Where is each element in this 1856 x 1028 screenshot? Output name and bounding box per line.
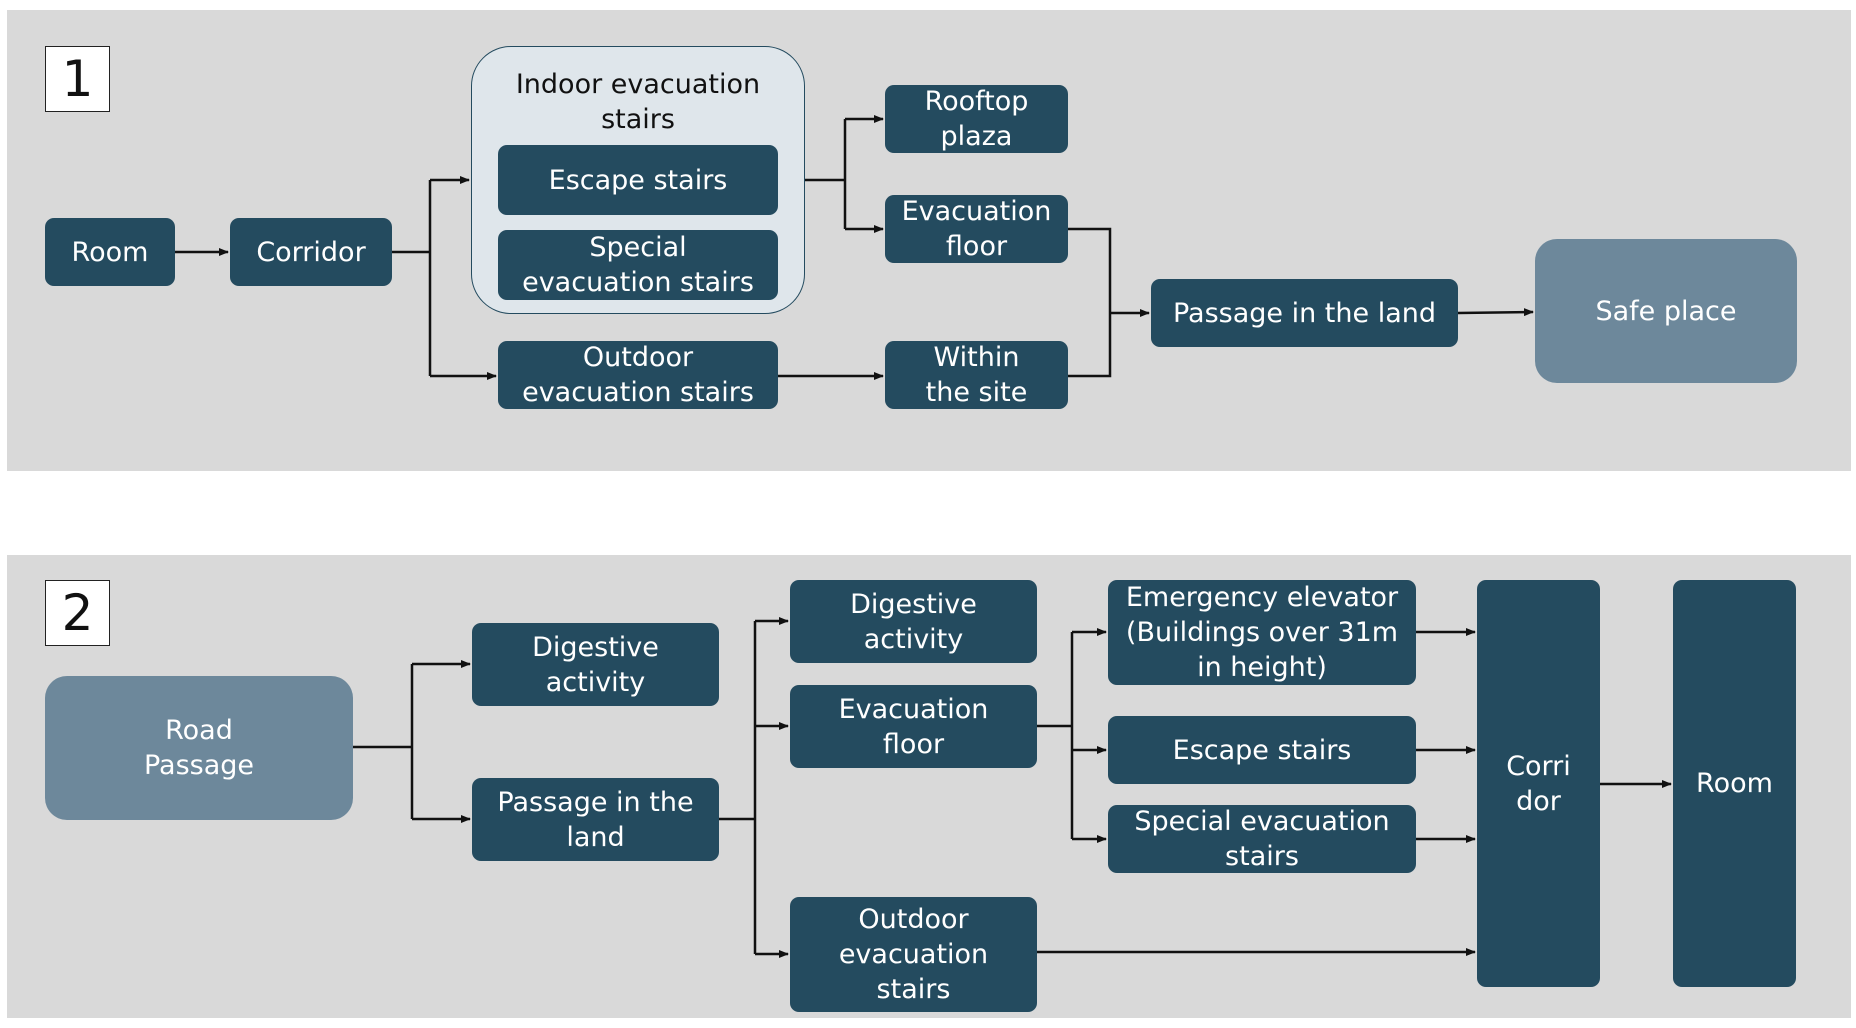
d2-road-passage-node: Road Passage: [45, 676, 353, 820]
d2-room-node: Room: [1673, 580, 1796, 987]
d2-evacuation-floor-node: Evacuation floor: [790, 685, 1037, 768]
d2-digestive-activity-node-2: Digestive activity: [790, 580, 1037, 663]
diagram-1-number: 1: [45, 46, 110, 112]
d1-evacuation-floor-node: Evacuation floor: [885, 195, 1068, 263]
d2-emergency-elevator-node: Emergency elevator (Buildings over 31m i…: [1108, 580, 1416, 685]
d2-digestive-activity-node-1: Digestive activity: [472, 623, 719, 706]
d1-corridor-node: Corridor: [230, 218, 392, 286]
d2-special-evacuation-stairs-node: Special evacuation stairs: [1108, 805, 1416, 873]
d1-rooftop-plaza-node: Rooftop plaza: [885, 85, 1068, 153]
d2-corridor-node: Corri dor: [1477, 580, 1600, 987]
d2-passage-in-the-land-node: Passage in the land: [472, 778, 719, 861]
d2-outdoor-evacuation-stairs-node: Outdoor evacuation stairs: [790, 897, 1037, 1012]
arrow-to-safe-place: [1457, 308, 1534, 317]
d2-escape-stairs-node: Escape stairs: [1108, 716, 1416, 784]
line-evacuation-floor-out: [1068, 227, 1112, 378]
d1-safe-place-node: Safe place: [1535, 239, 1797, 383]
d1-within-the-site-node: Within the site: [885, 341, 1068, 409]
d1-escape-stairs-node: Escape stairs: [498, 145, 778, 215]
d1-passage-in-the-land-node: Passage in the land: [1151, 279, 1458, 347]
indoor-evacuation-stairs-title: Indoor evacuation stairs: [515, 69, 761, 135]
d1-special-evacuation-stairs-node: Special evacuation stairs: [498, 230, 778, 300]
diagram-2-number: 2: [45, 580, 110, 646]
d1-room-node: Room: [45, 218, 175, 286]
d1-outdoor-evacuation-stairs-node: Outdoor evacuation stairs: [498, 341, 778, 409]
